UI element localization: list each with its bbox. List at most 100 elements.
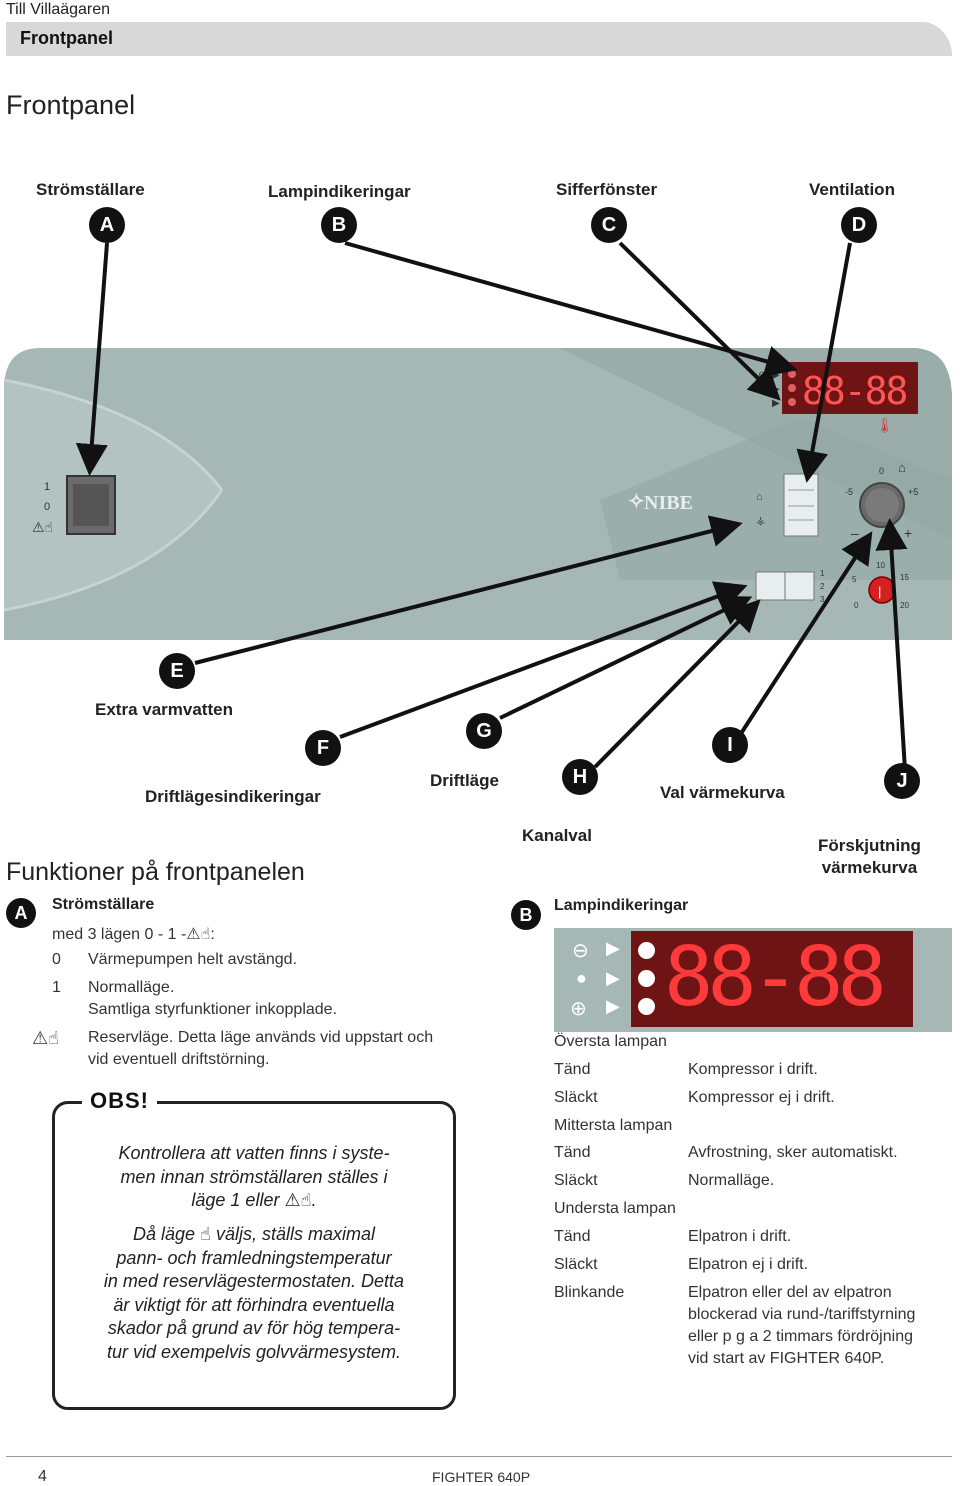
callout-d-label: Ventilation [809,180,895,199]
ventilation-button[interactable] [783,473,819,537]
callout-j-label-line1: Förskjutning [818,836,921,855]
lamp-indicator-illustration: 88-88 ⊖ ● ⊕ ▶ ▶ ▶ [554,928,952,1032]
section-header-title: Frontpanel [20,28,113,48]
lamp-row-value: Normalläge. [688,1172,775,1189]
callout-g-label: Driftläge [430,771,499,790]
callout-a-label: Strömställare [36,180,145,199]
callout-b-marker: B [321,207,357,243]
callout-a-marker: A [89,207,125,243]
footer-product: FIGHTER 640P [432,1469,531,1485]
reserve-mode-icon: ☝ [200,1224,211,1244]
callout-e-marker: E [159,653,195,689]
lamp-row-key: Tänd [554,1061,591,1078]
obs-p2-line4: är viktigt för att förhindra eventuella [113,1294,395,1315]
switch-label-0: 0 [44,501,50,513]
switch-pos-reserve-text: Reservläge. Detta läge används vid uppst… [88,1029,434,1046]
function-a-marker: A [6,898,36,928]
defrost-drop-icon: ● [576,968,587,988]
mode-lamp-label-3: 3 [820,595,825,604]
obs-paragraph-1: Kontrollera att vatten finns i syste- me… [70,1142,438,1213]
house-icon: ⌂ [898,460,906,475]
panel-lamp-mid [788,384,796,392]
lamp-row-key: Släckt [554,1172,598,1189]
heat-curve-selector[interactable] [868,576,896,604]
fan-icon: ⚶ [756,515,765,527]
obs-p1-line3-end: . [311,1190,317,1210]
switch-pos-1-text2: Samtliga styrfunktioner inkopplade. [88,1001,338,1018]
lamp-row-value-cont: eller p g a 2 timmars fördröjning [688,1328,913,1345]
curve-label-15: 15 [900,573,909,582]
obs-p2-line1: Då läge ☝ väljs, ställs maximal [70,1223,438,1247]
obs-p1-line2: men innan strömställaren ställes i [120,1166,388,1187]
obs-p2-line1-a: Då läge [132,1224,195,1244]
obs-box [52,1101,456,1410]
callout-i-label: Val värmekurva [660,783,785,802]
mode-lamp-label-1: 1 [820,569,825,578]
lamp-row-value: Elpatron i drift. [688,1228,792,1245]
section-header-top: Till Villaägaren [6,1,111,18]
lamp-row-value-cont: blockerad via rund-/tariffstyrning [688,1306,916,1323]
callout-d-marker: D [841,207,877,243]
dial-minus: – [851,525,859,541]
switch-pos-0-text: Värmepumpen helt avstängd. [88,951,298,968]
arrow-top-icon: ▶ [606,938,620,958]
lamp-row-value: Avfrostning, sker automatiskt. [688,1144,898,1161]
indicator-display-digits: 88-88 [664,930,887,1025]
reserve-mode-icon: ⚠☝ [284,1190,312,1210]
reserve-warning-icon: ⚠☝ [32,519,53,535]
indicator-display [631,931,913,1027]
panel-display-digits: 88-88 [802,369,907,413]
indicator-lamp-mid [638,970,655,987]
callout-c-label: Sifferfönster [556,180,658,199]
curve-label-10: 10 [876,561,885,570]
curve-label-0: 0 [854,601,859,610]
page-title: Frontpanel [6,90,136,120]
lamp-row-value-cont: vid start av FIGHTER 640P. [688,1350,885,1367]
thermometer-icon: 🌡 [876,417,894,433]
obs-p1-line3: läge 1 eller ⚠☝. [70,1189,438,1213]
switch-pos-0-key: 0 [52,951,61,968]
panel-lamp-bottom [788,398,796,406]
obs-p2-line6: tur vid exempelvis golvvärmesystem. [106,1341,402,1362]
brand-name: NIBE [644,492,693,514]
callout-b-label: Lampindikeringar [268,182,411,201]
nibe-logo: ✧ [628,491,645,513]
lamp-row-value: Kompressor ej i drift. [688,1089,835,1106]
compressor-icon: ⊖ [572,940,589,962]
arrow-bottom-icon: ▶ [606,996,620,1016]
obs-p2-line2: pann- och framledningstemperatur [116,1247,392,1268]
compressor-icon: ⊖ [758,370,766,381]
function-b-marker: B [511,900,541,930]
obs-p2-line3: in med reservlägestermostaten. Detta [103,1271,405,1291]
switch-label-1: 1 [44,481,50,493]
callout-g-marker: G [466,713,502,749]
hot-water-icon: ⊡ [722,580,732,594]
switch-pos-reserve-text2: vid eventuell driftstörning. [88,1051,270,1068]
function-a-intro: med 3 lägen 0 - 1 -⚠☝: [52,924,215,944]
dial-plus: + [904,525,912,541]
lamp-row-key: Mittersta lampan [554,1117,673,1134]
lamp-row-key: Tänd [554,1144,591,1161]
ventilation-icon: ⌂ [756,491,763,503]
obs-paragraph-2: Då läge ☝ väljs, ställs maximal pann- oc… [70,1223,438,1364]
section-header-bar: Frontpanel [6,22,952,56]
footer-rule [6,1456,952,1457]
indicator-arrow-icon: ▶ [772,384,780,395]
callout-f-label: Driftlägesindikeringar [145,787,321,806]
lamp-row-key: Översta lampan [554,1033,667,1050]
lamp-row-key: Släckt [554,1256,598,1273]
obs-p1-line1: Kontrollera att vatten finns i syste- [118,1143,390,1163]
function-a-intro-text: med 3 lägen 0 - 1 - [52,926,187,943]
curve-label-20: 20 [900,601,909,610]
callout-j-marker: J [884,763,920,799]
callout-e-label: Extra varmvatten [95,700,233,719]
callout-j-label-line2: värmekurva [821,858,918,877]
indicator-arrow-icon: ▶ [772,370,780,381]
callout-j-label: Förskjutning värmekurva [818,835,921,879]
lamp-row-key: Tänd [554,1228,591,1245]
callout-c-marker: C [591,207,627,243]
heater-icon: ⊕ [570,998,587,1020]
indicator-arrow-icon: ▶ [772,398,780,409]
lamp-row-value: Elpatron ej i drift. [688,1256,809,1273]
switch-pos-1-text: Normalläge. [88,979,175,996]
